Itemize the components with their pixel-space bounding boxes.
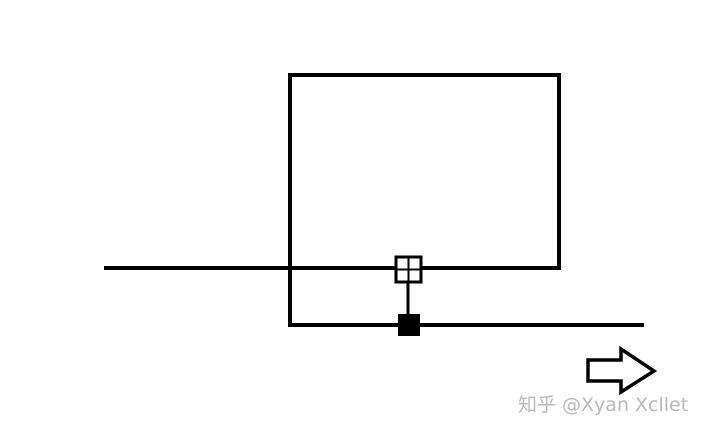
upper-rectangle bbox=[288, 73, 561, 270]
watermark-text: 知乎 @Xyan Xcllet bbox=[518, 394, 689, 416]
filled-square bbox=[398, 314, 420, 336]
hollow-gridded-square bbox=[394, 255, 423, 284]
right-arrow-icon bbox=[586, 345, 658, 396]
